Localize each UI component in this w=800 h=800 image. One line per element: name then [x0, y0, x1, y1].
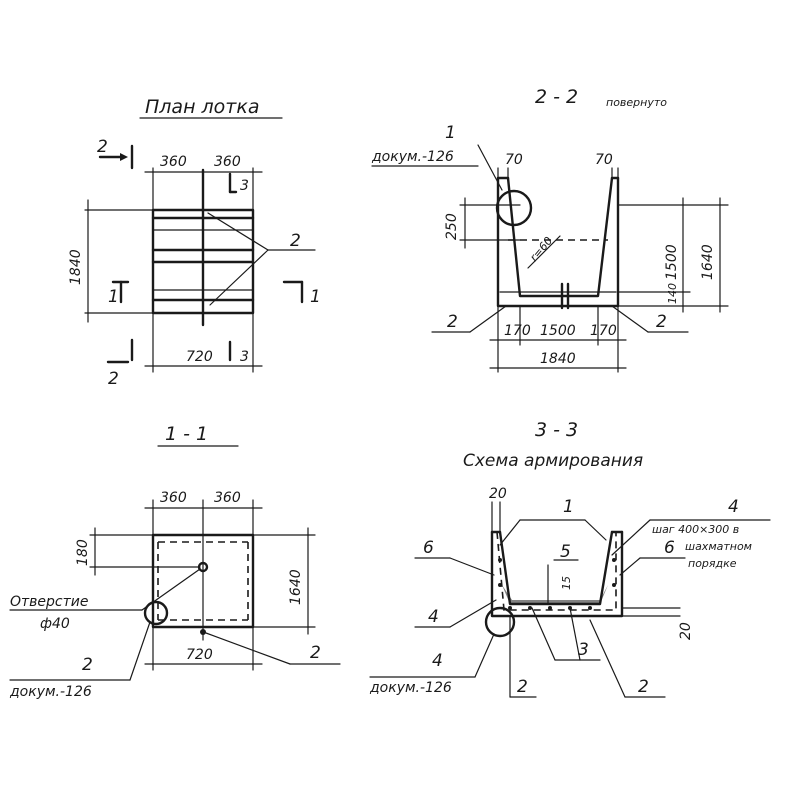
s33-title: 3 - 3	[535, 419, 578, 441]
s33-num-2-left: 2	[517, 677, 528, 697]
s22-callout-right: 2	[656, 312, 667, 332]
s11-detail-circle	[143, 600, 169, 626]
s22-dim-1500-h: 1500	[540, 323, 576, 339]
s22-dim-1500-v: 1500	[664, 244, 680, 280]
plan-sec-1-left: 1	[108, 287, 119, 307]
s11-hole-label: Отверстие	[10, 594, 89, 610]
s11-dim-top-right: 360	[214, 490, 241, 506]
section-3-3: 3 - 3 Схема армирования 20 20	[369, 419, 771, 698]
s33-ref-num: 4	[432, 651, 443, 671]
s11-dim-180: 180	[75, 539, 91, 566]
s33-note-line1: шаг 400×300 в	[652, 523, 739, 536]
s22-detail-circle	[495, 189, 533, 227]
s33-dim-20-top: 20	[489, 486, 507, 502]
s33-note-line3: порядке	[688, 557, 737, 570]
plan-dim-height: 1840	[68, 249, 84, 285]
s11-dim-720: 720	[186, 647, 213, 663]
s22-dim-wall-right: 70	[595, 152, 613, 168]
plan-dim-top-left: 360	[160, 154, 187, 170]
s22-dim-1840: 1840	[540, 351, 576, 367]
s22-dim-140: 140	[666, 283, 679, 304]
s33-dim-20-right: 20	[678, 622, 694, 640]
s11-ref-num: 2	[82, 655, 93, 675]
s11-dim-1640: 1640	[288, 569, 304, 605]
plan-sec-1-right: 1	[310, 287, 321, 307]
s22-dim-250: 250	[444, 213, 460, 240]
s22-note: повернуто	[606, 96, 667, 109]
s33-note-line2: шахматном	[685, 540, 752, 553]
s22-dim-170-left: 170	[504, 323, 531, 339]
plan-sec-2-top: 2	[97, 137, 108, 157]
s11-hole-size: ф40	[40, 616, 70, 632]
s22-dim-1640: 1640	[700, 244, 716, 280]
s22-dim-170-right: 170	[590, 323, 617, 339]
section-2-2: 2 - 2 повернуто 1 докум.-126 70 70 250 r…	[371, 86, 729, 373]
s33-inner-profile	[498, 530, 614, 606]
s33-rebar-dots	[498, 558, 616, 610]
s11-title: 1 - 1	[165, 423, 208, 445]
s33-dim-15: 15	[560, 576, 573, 590]
s33-num-2-right: 2	[638, 677, 649, 697]
s33-num-3: 3	[578, 640, 589, 660]
s33-ref-doc: докум.-126	[369, 680, 452, 696]
s33-num-6-left: 6	[423, 538, 434, 558]
s22-title: 2 - 2	[535, 86, 578, 108]
s33-subtitle: Схема армирования	[463, 451, 643, 471]
s33-num-6-right: 6	[664, 538, 675, 558]
plan-callout: 2	[290, 231, 301, 251]
plan-dim-top-right: 360	[214, 154, 241, 170]
plan-sec-3-top: 3	[240, 178, 249, 194]
plan-sec-3-bottom: 3	[240, 349, 249, 365]
plan-sec-2-bottom: 2	[108, 369, 119, 389]
s22-inner-profile	[506, 176, 614, 298]
s33-detail-circle	[484, 606, 516, 638]
s22-dim-r: r=60	[527, 234, 555, 264]
s11-callout: 2	[310, 643, 321, 663]
s22-ref-doc: докум.-126	[371, 149, 454, 165]
plan-view: План лотка 360 360 1840 720 2 2	[68, 96, 321, 389]
s22-callout-left: 2	[447, 312, 458, 332]
s11-dim-top-left: 360	[160, 490, 187, 506]
plan-title: План лотка	[145, 96, 260, 118]
s11-ref-doc: докум.-126	[9, 684, 92, 700]
plan-dim-bottom: 720	[186, 349, 213, 365]
s22-outer-profile	[496, 176, 620, 308]
s22-ref-num: 1	[445, 123, 456, 143]
s33-num-4-top: 4	[728, 497, 739, 517]
s22-dim-wall-left: 70	[505, 152, 523, 168]
s33-num-4-left: 4	[428, 607, 439, 627]
s33-num-1: 1	[563, 497, 574, 517]
section-1-1: 1 - 1 360 360 180 1640 720 Отверстие	[9, 423, 341, 700]
s33-num-5: 5	[560, 542, 571, 562]
